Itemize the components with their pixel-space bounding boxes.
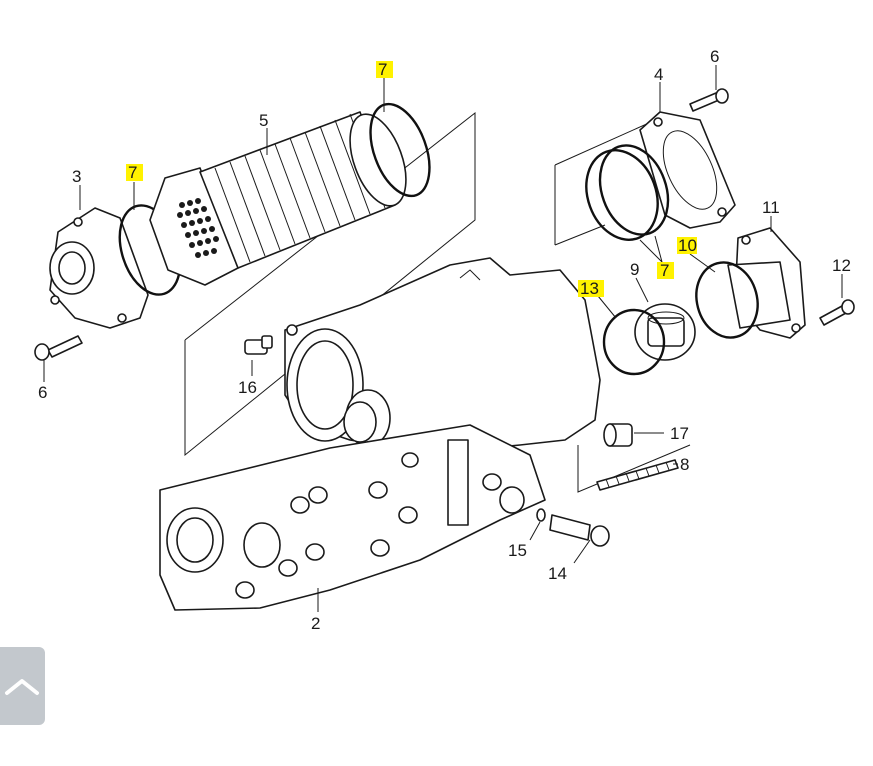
part-labels: 7 5 3 7 4 6 11 12 10 9 7 13 16 6 17 8 15…	[38, 47, 851, 633]
part-6-bolt-right	[689, 88, 729, 112]
part-3-end-cover	[49, 207, 149, 329]
part-14-sensor	[549, 514, 610, 547]
part-17-plug	[603, 423, 633, 447]
part-6-bolt-left	[34, 335, 83, 361]
part-7-oring-right-b	[598, 144, 670, 236]
label-highlights	[126, 61, 697, 297]
part-2-base-block	[159, 424, 546, 611]
label-part-8: 8	[680, 455, 689, 474]
scroll-to-top-button[interactable]	[0, 647, 45, 725]
part-9-thermostat	[634, 303, 696, 361]
label-part-2: 2	[311, 614, 320, 633]
label-part-6-right: 6	[710, 47, 719, 66]
part-12-bolt	[819, 299, 855, 326]
part-8-stud	[596, 459, 679, 491]
part-7-oring-right-a	[585, 149, 659, 241]
label-part-5: 5	[259, 111, 268, 130]
label-part-7-top: 7	[378, 60, 387, 79]
label-part-7-left: 7	[128, 163, 137, 182]
part-11-thermostat-housing	[727, 227, 806, 339]
part-15-washer	[536, 508, 546, 522]
label-part-6-left: 6	[38, 383, 47, 402]
label-part-3: 3	[72, 167, 81, 186]
label-part-11: 11	[762, 198, 780, 217]
label-part-9: 9	[630, 260, 639, 279]
label-part-15: 15	[508, 541, 527, 560]
part-10-gasket	[695, 261, 759, 339]
main-housing	[284, 257, 601, 451]
label-part-17: 17	[670, 424, 689, 443]
leader-lines	[43, 65, 843, 612]
label-part-14: 14	[548, 564, 567, 583]
part-4-cover	[639, 111, 736, 229]
label-part-12: 12	[832, 256, 851, 275]
label-part-16: 16	[238, 378, 257, 397]
label-part-4: 4	[654, 65, 663, 84]
label-part-10: 10	[678, 236, 697, 255]
label-part-7-right: 7	[660, 261, 669, 280]
part-16-fitting	[244, 335, 273, 355]
part-13-seal-ring	[602, 308, 666, 376]
chevron-up-icon	[5, 679, 39, 695]
label-part-13: 13	[580, 279, 599, 298]
part-5-cooler-core	[149, 111, 407, 286]
